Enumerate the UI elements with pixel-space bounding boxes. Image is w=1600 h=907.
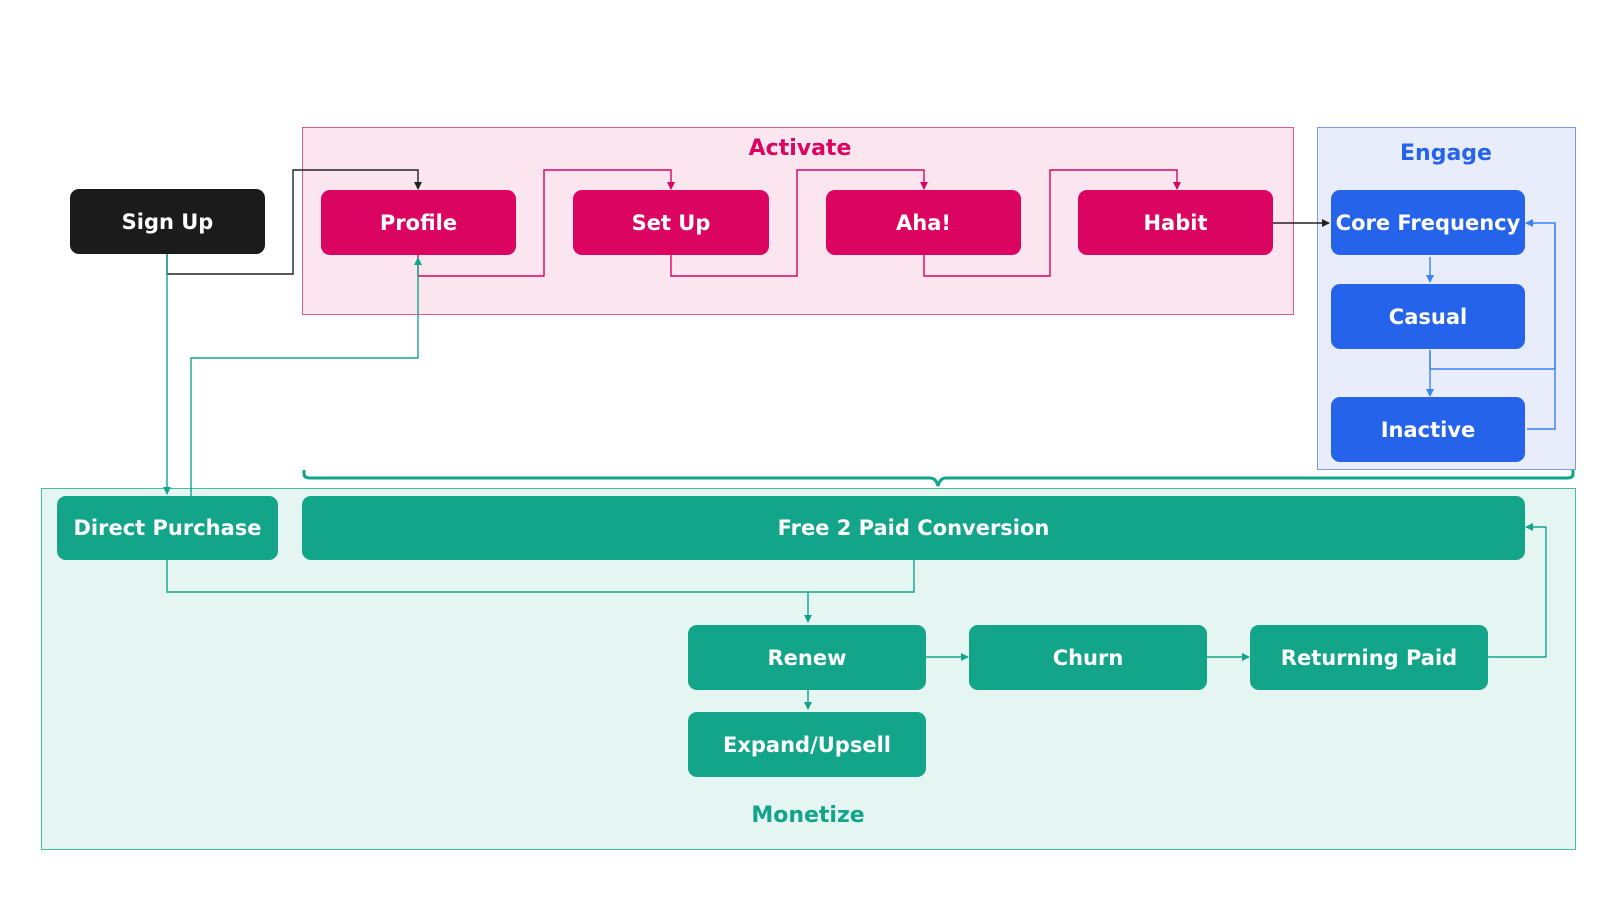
expand-upsell-node[interactable]: Expand/Upsell (688, 712, 926, 777)
free-2-paid-conversion-node[interactable]: Free 2 Paid Conversion (302, 496, 1525, 560)
sign-up-node[interactable]: Sign Up (70, 189, 265, 254)
activate-title: Activate (748, 136, 852, 161)
setup-to-aha-connector (670, 169, 928, 277)
renew-node[interactable]: Renew (688, 625, 926, 690)
engage-title: Engage (1400, 141, 1492, 166)
direct-purchase-to-renew-connector (166, 560, 812, 623)
inactive-to-core-loop-connector (1527, 223, 1556, 430)
set-up-node[interactable]: Set Up (573, 190, 769, 255)
core-frequency-node[interactable]: Core Frequency (1331, 190, 1525, 255)
churn-node[interactable]: Churn (969, 625, 1207, 690)
conversion-bracket (302, 470, 1575, 487)
aha-node[interactable]: Aha! (826, 190, 1021, 255)
direct-purchase-node[interactable]: Direct Purchase (57, 496, 278, 560)
habit-node[interactable]: Habit (1078, 190, 1273, 255)
monetize-title: Monetize (751, 803, 865, 828)
casual-node[interactable]: Casual (1331, 284, 1525, 349)
inactive-node[interactable]: Inactive (1331, 397, 1525, 462)
aha-to-habit-connector (923, 169, 1181, 277)
conversion-to-renew-connector (808, 560, 915, 593)
returning-to-conversion-connector (1488, 523, 1547, 658)
returning-paid-node[interactable]: Returning Paid (1250, 625, 1488, 690)
profile-node[interactable]: Profile (321, 190, 516, 255)
direct-purchase-to-profile-connector (190, 257, 422, 496)
